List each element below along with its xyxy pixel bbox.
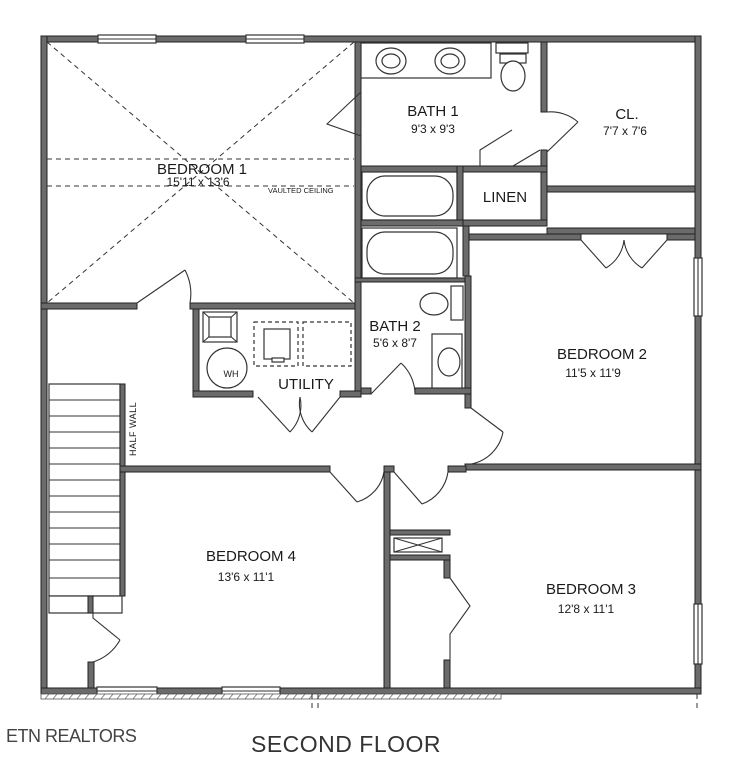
bedroom-4-dims: 13'6 x 11'1 [218,570,275,584]
floor-title: SECOND FLOOR [251,731,442,757]
bedroom-1-dims: 15'11 x 13'6 [166,175,229,189]
utility-name: UTILITY [278,376,334,393]
bedroom-4-name: BEDROOM 4 [206,548,296,565]
closet-dims: 7'7 x 7'6 [603,124,647,138]
closet-name: CL. [615,106,638,123]
bedroom-1-name: BEDROOM 1 [157,161,247,178]
bedroom-2-name: BEDROOM 2 [557,346,647,363]
linen-area [360,165,548,227]
bedroom-2-dims: 11'5 x 11'9 [565,366,621,380]
closet-area [546,185,696,235]
bath-2-area [354,225,472,395]
bath-1-dims: 9'3 x 9'3 [411,122,455,136]
bedroom-1-area [40,41,362,310]
bath-2-dims: 5'6 x 8'7 [373,336,417,350]
floor-plan: BEDROOM 1 15'11 x 13'6 VAULTED CEILING B… [40,34,703,712]
bedroom-3-area [389,471,471,689]
bath-2-name: BATH 2 [369,318,420,335]
water-heater-label: WH [224,369,239,379]
bedroom-4-area [87,465,467,689]
bedroom-3-name: BEDROOM 3 [546,581,636,598]
utility-area [192,308,362,433]
exterior-walls [40,35,702,695]
bedroom-3-dims: 12'8 x 11'1 [558,602,615,616]
vaulted-ceiling-note: VAULTED CEILING [268,186,334,195]
porch-hatch [40,693,698,712]
realtor-watermark: ETN REALTORS [6,726,137,746]
linen-name: LINEN [483,189,527,206]
bath-1-name: BATH 1 [407,103,458,120]
bedroom-2-area [464,233,702,471]
half-wall-note: HALF WALL [128,402,138,456]
staircase [48,383,126,614]
